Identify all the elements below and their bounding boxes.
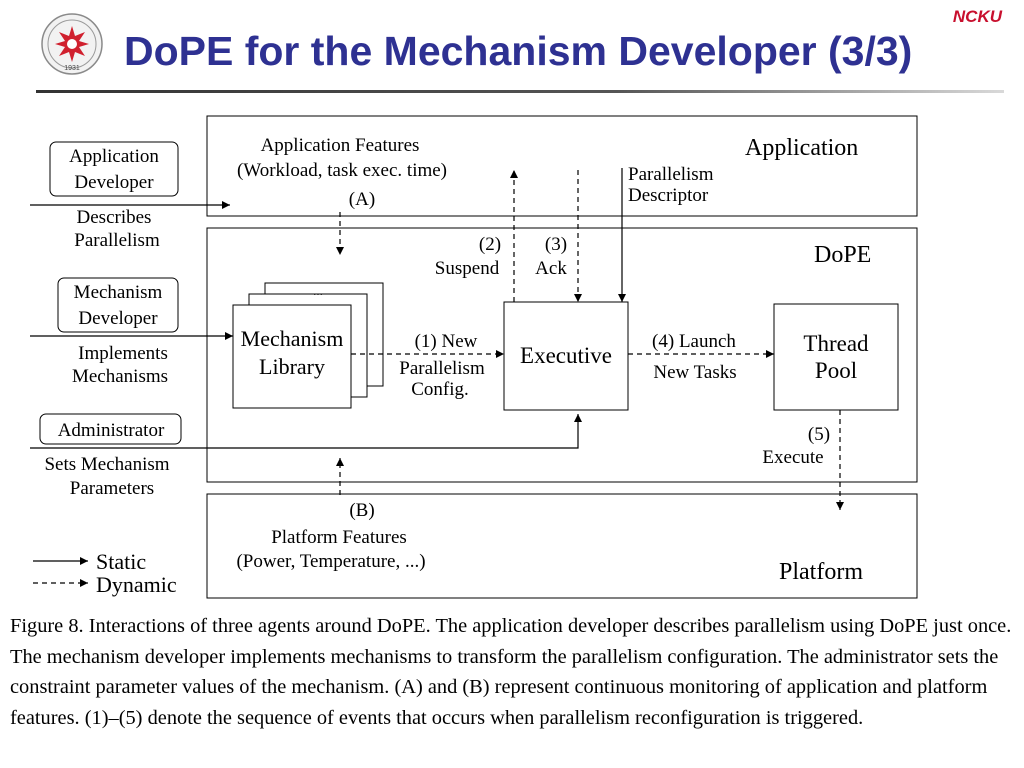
platform-layer-label: Platform: [779, 559, 863, 585]
dope-layer-box: [206, 227, 918, 483]
thread-pool-line2: Pool: [815, 358, 857, 383]
figure-caption: Figure 8. Interactions of three agents a…: [10, 615, 1012, 729]
mechanism-developer-line2: Developer: [78, 308, 158, 329]
implements-label-line2: Mechanisms: [72, 366, 168, 387]
step-3-label: Ack: [535, 258, 567, 279]
dope-interaction-diagram: Application DoPE Platform Application De…: [30, 115, 918, 599]
describes-label-line2: Parallelism: [74, 230, 160, 251]
step-4-detail: New Tasks: [653, 362, 736, 383]
platform-features-title: Platform Features: [271, 527, 407, 548]
mechanism-library-line1: Mechanism: [241, 326, 344, 351]
sets-label-line2: Parameters: [70, 478, 154, 499]
step-2-label: Suspend: [435, 258, 500, 279]
application-developer-line1: Application: [69, 146, 159, 167]
administrator-label: Administrator: [58, 420, 165, 441]
stack-ellipsis: ...: [313, 283, 323, 298]
step-3-number: (3): [545, 234, 567, 255]
application-layer-label: Application: [745, 135, 858, 161]
platform-features-detail: (Power, Temperature, ...): [236, 551, 425, 572]
mechanism-developer-box: [57, 277, 179, 333]
sets-label-line1: Sets Mechanism: [44, 454, 169, 475]
title-divider: [36, 90, 1004, 93]
thread-pool-line1: Thread: [803, 331, 869, 356]
application-features-title: Application Features: [261, 135, 420, 156]
thread-pool-box: [773, 303, 899, 411]
step-2-number: (2): [479, 234, 501, 255]
university-seal-icon: 1931: [41, 13, 103, 75]
parallelism-descriptor-line2: Descriptor: [628, 185, 709, 206]
mechanism-library-box: [232, 304, 352, 409]
monitor-b-label: (B): [349, 500, 374, 521]
executive-box: [503, 301, 629, 411]
step-4-label: (4) Launch: [652, 331, 736, 352]
brand-label: NCKU: [952, 7, 1002, 26]
logo-year: 1931: [64, 65, 80, 72]
step-1-detail-line1: Parallelism: [399, 358, 485, 379]
platform-layer-box: [206, 493, 918, 599]
application-features-detail: (Workload, task exec. time): [237, 160, 447, 181]
executive-label: Executive: [520, 343, 612, 368]
mechanism-library-line2: Library: [259, 354, 325, 379]
application-developer-box: [49, 141, 179, 197]
step-5-label: Execute: [762, 447, 823, 468]
administrator-box: [39, 413, 182, 445]
describes-label-line1: Describes: [77, 207, 152, 228]
monitor-a-label: (A): [349, 189, 375, 210]
page-title: DoPE for the Mechanism Developer (3/3): [124, 28, 913, 74]
application-layer-box: [206, 115, 918, 217]
implements-label-line1: Implements: [78, 343, 168, 364]
step-1-label: (1) New: [415, 331, 478, 352]
legend-dynamic-label: Dynamic: [96, 572, 177, 597]
step-5-number: (5): [808, 424, 830, 445]
step-1-detail-line2: Config.: [411, 379, 469, 400]
sets-parameters-arrow: [30, 414, 582, 449]
legend-static-label: Static: [96, 549, 146, 574]
parallelism-descriptor-line1: Parallelism: [628, 164, 714, 185]
application-developer-line2: Developer: [74, 172, 154, 193]
mechanism-developer-line1: Mechanism: [74, 282, 163, 303]
dope-layer-label: DoPE: [814, 242, 871, 268]
